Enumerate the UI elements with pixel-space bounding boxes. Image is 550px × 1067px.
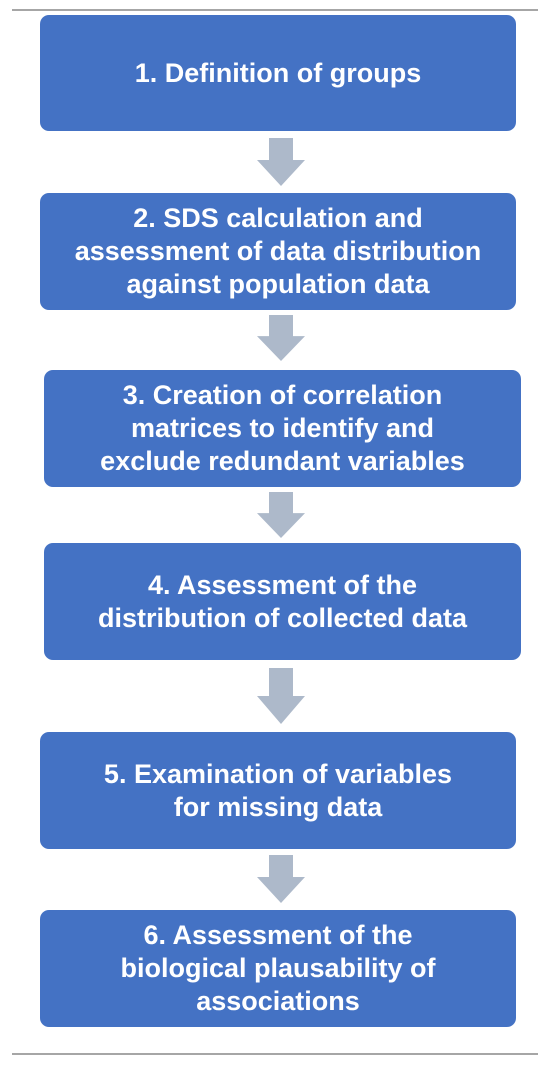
step-3-box: 3. Creation of correlation matrices to i… [44, 370, 521, 487]
top-divider [12, 9, 538, 11]
step-3-label: 3. Creation of correlation matrices to i… [100, 380, 465, 476]
down-arrow-icon [257, 315, 305, 361]
step-5-box: 5. Examination of variables for missing … [40, 732, 516, 849]
step-1-box: 1. Definition of groups [40, 15, 516, 131]
step-2-box: 2. SDS calculation and assessment of dat… [40, 193, 516, 310]
step-5-label: 5. Examination of variables for missing … [103, 758, 453, 822]
step-4-box: 4. Assessment of the distribution of col… [44, 543, 521, 660]
bottom-divider [12, 1053, 538, 1055]
down-arrow-icon [257, 668, 305, 724]
step-2-label: 2. SDS calculation and assessment of dat… [74, 203, 482, 299]
step-6-label: 6. Assessment of the biological plausabi… [120, 920, 436, 1016]
down-arrow-icon [257, 138, 305, 186]
step-4-label: 4. Assessment of the distribution of col… [97, 569, 468, 633]
step-1-label: 1. Definition of groups [134, 57, 422, 88]
step-6-box: 6. Assessment of the biological plausabi… [40, 910, 516, 1027]
down-arrow-icon [257, 855, 305, 903]
down-arrow-icon [257, 492, 305, 538]
